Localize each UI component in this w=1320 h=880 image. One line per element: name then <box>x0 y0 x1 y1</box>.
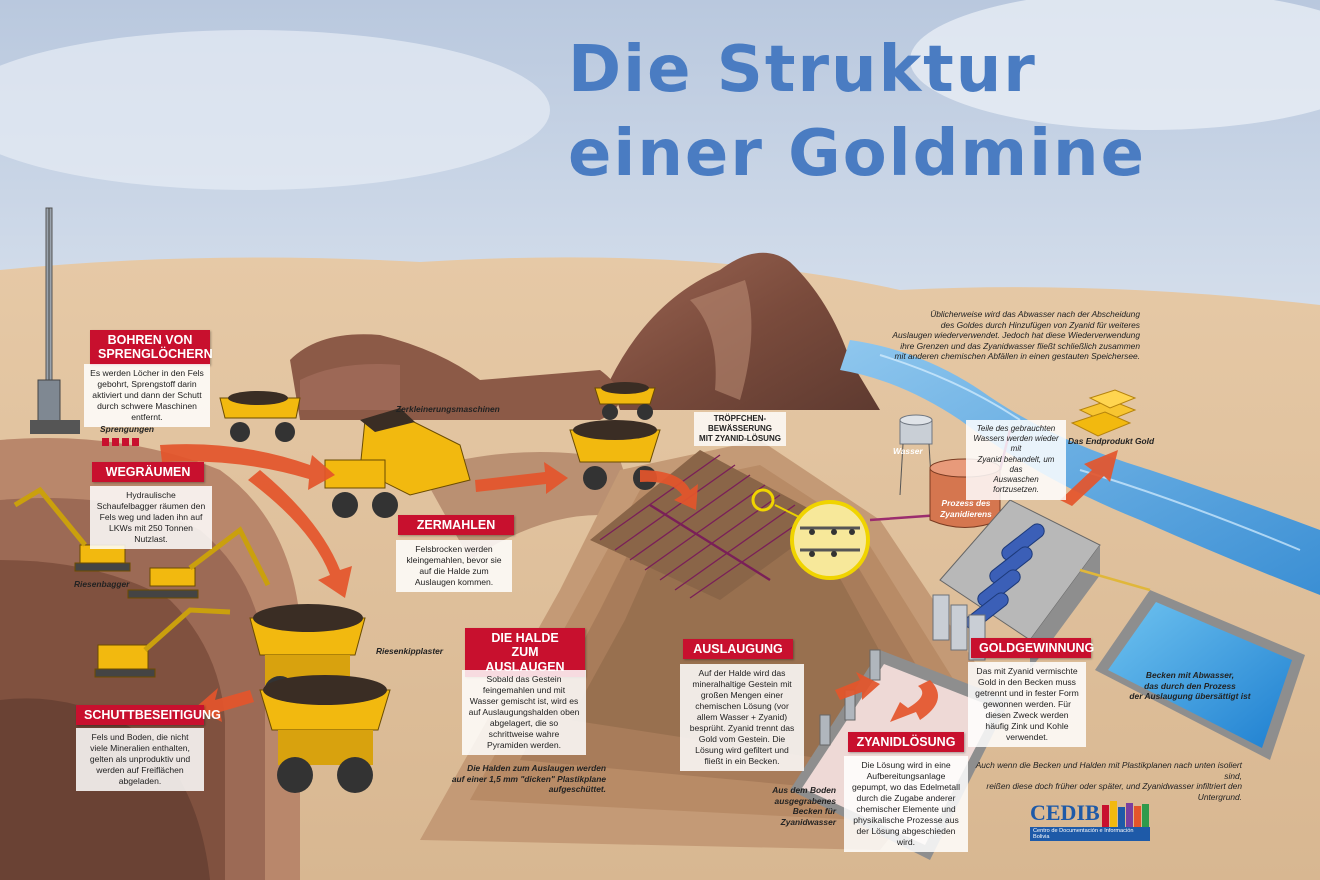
note-halden-line2: auf einer 1,5 mm "dicken" Plastikplane <box>451 773 606 784</box>
note-boden-line2: ausgegrabenes <box>774 795 836 806</box>
label-prozess: Prozess des Zyanidierens <box>935 498 997 519</box>
label-prozess-line1: Prozess des <box>941 498 991 508</box>
logo-name: CEDIB <box>1030 800 1100 825</box>
note-wasser-teile-line4: Auswaschen fortzusetzen. <box>993 475 1039 495</box>
label-prozess-line2: Zyanidierens <box>940 508 992 519</box>
label-sprengungen: Sprengungen <box>100 424 154 434</box>
note-halden: Die Halden zum Auslaugen werden auf eine… <box>446 763 606 795</box>
label-troepfchen-line3: MIT ZYANID-LÖSUNG <box>699 434 781 443</box>
haul-truck-top-left <box>219 391 301 442</box>
haul-truck-top-middle <box>594 382 656 420</box>
note-boden: Aus dem Boden ausgegrabenes Becken für Z… <box>740 785 836 827</box>
note-halden-line3: aufgeschüttet. <box>548 784 606 794</box>
note-top-right-line5: mit anderen chemischen Abfällen in einen… <box>894 351 1140 361</box>
header-zermahlen: ZERMAHLEN <box>398 515 514 536</box>
label-riesenbagger: Riesenbagger <box>74 579 130 589</box>
note-wasser-teile: Teile des gebrauchten Wassers werden wie… <box>966 420 1066 500</box>
header-bohren-line2: SPRENGLÖCHERN <box>98 347 213 362</box>
text-bohren: Es werden Löcher in den Fels gebohrt, Sp… <box>84 364 210 427</box>
title-line-1: Die Struktur <box>568 33 1037 107</box>
note-top-right: Üblicherweise wird das Abwasser nach der… <box>890 309 1140 362</box>
note-boden-line1: Aus dem Boden <box>772 785 836 795</box>
label-becken-line1: Becken mit Abwasser, <box>1145 670 1235 680</box>
note-bottom-right-line1: Auch wenn die Becken und Halden mit Plas… <box>975 760 1242 781</box>
label-riesenkipplaster: Riesenkipplaster <box>376 646 444 656</box>
excavator-1 <box>13 486 131 572</box>
note-bottom-right: Auch wenn die Becken und Halden mit Plas… <box>970 760 1242 802</box>
header-bohren: BOHREN VON SPRENGLÖCHERN <box>90 330 213 365</box>
header-auslaugung: AUSLAUGUNG <box>683 639 793 660</box>
note-halden-line1: Die Halden zum Auslaugen werden <box>467 763 606 773</box>
text-schutt: Fels und Boden, die nicht viele Minerali… <box>76 728 204 791</box>
label-endprodukt: Das Endprodukt Gold <box>1068 436 1155 446</box>
note-wasser-teile-line3: Zyanid behandelt, um das <box>977 454 1055 474</box>
logo-subtitle: Centro de Documentación e Información Bo… <box>1030 827 1150 841</box>
header-goldgewinnung: GOLDGEWINNUNG <box>971 638 1094 659</box>
label-becken-line2: das durch den Prozess <box>1144 680 1236 691</box>
note-boden-line3: Becken für Zyanidwasser <box>780 806 836 827</box>
text-goldgewinnung: Das mit Zyanid vermischte Gold in den Be… <box>968 662 1086 747</box>
text-wegraeumen: Hydraulische Schaufelbagger räumen den F… <box>90 486 212 549</box>
text-halde: Sobald das Gestein feingemahlen und mit … <box>462 670 586 755</box>
note-wasser-teile-line1: Teile des gebrauchten <box>976 424 1056 433</box>
header-schutt: SCHUTTBESEITIGUNG <box>76 705 221 726</box>
header-halde-line1: DIE HALDE <box>491 631 559 645</box>
crusher-machine <box>324 408 471 518</box>
blast-charges <box>102 438 139 446</box>
header-wegraeumen: WEGRÄUMEN <box>92 462 204 483</box>
label-zerkleinerung: Zerkleinerungsmaschinen <box>396 404 500 414</box>
header-zyanidloesung: ZYANIDLÖSUNG <box>848 732 964 753</box>
text-auslaugung: Auf der Halde wird das mineralhaltige Ge… <box>680 664 804 771</box>
note-top-right-line3: Auslaugen wiederverwendet. Jedoch hat di… <box>892 330 1140 340</box>
title-line-2: einer Goldmine <box>568 117 1146 191</box>
sprinkler-zoom <box>790 500 870 580</box>
text-zermahlen: Felsbrocken werden kleingemahlen, bevor … <box>396 540 512 592</box>
drill-rig <box>30 207 80 434</box>
label-troepfchen-line1: TRÖPFCHEN- <box>713 414 767 423</box>
label-becken: Becken mit Abwasser, das durch den Proze… <box>1120 670 1260 702</box>
note-top-right-line1: Üblicherweise wird das Abwasser nach der… <box>930 309 1140 319</box>
note-top-right-line2: des Goldes durch Hinzufügen von Zyanid f… <box>940 319 1140 330</box>
label-troepfchen-line2: BEWÄSSERUNG <box>707 424 772 433</box>
note-top-right-line4: ihre Grenzen und das Zyanidwasser fließt… <box>900 340 1140 351</box>
water-tank <box>899 414 933 496</box>
label-wasser: Wasser <box>893 446 923 456</box>
books-icon <box>1102 801 1149 827</box>
gold-bars <box>1070 389 1137 437</box>
text-zyanidloesung: Die Lösung wird in eine Aufbereitungsanl… <box>844 756 968 852</box>
dump-truck-2 <box>259 675 391 793</box>
header-bohren-line1: BOHREN VON <box>107 333 193 347</box>
label-troepfchen: TRÖPFCHEN- BEWÄSSERUNG MIT ZYANID-LÖSUNG <box>694 412 786 446</box>
excavator-2 <box>127 526 271 599</box>
note-bottom-right-line2: reißen diese doch früher oder später, un… <box>986 781 1242 802</box>
excavator-3 <box>94 607 231 678</box>
note-wasser-teile-line2: Wassers werden wieder mit <box>973 434 1059 454</box>
label-becken-line3: der Auslaugung übersättigt ist <box>1129 691 1251 701</box>
process-arrows <box>160 444 1118 722</box>
cedib-logo: CEDIB Centro de Documentación e Informac… <box>1030 800 1150 841</box>
waste-pool <box>1095 590 1305 760</box>
header-halde: DIE HALDE ZUM AUSLAUGEN <box>465 628 585 678</box>
